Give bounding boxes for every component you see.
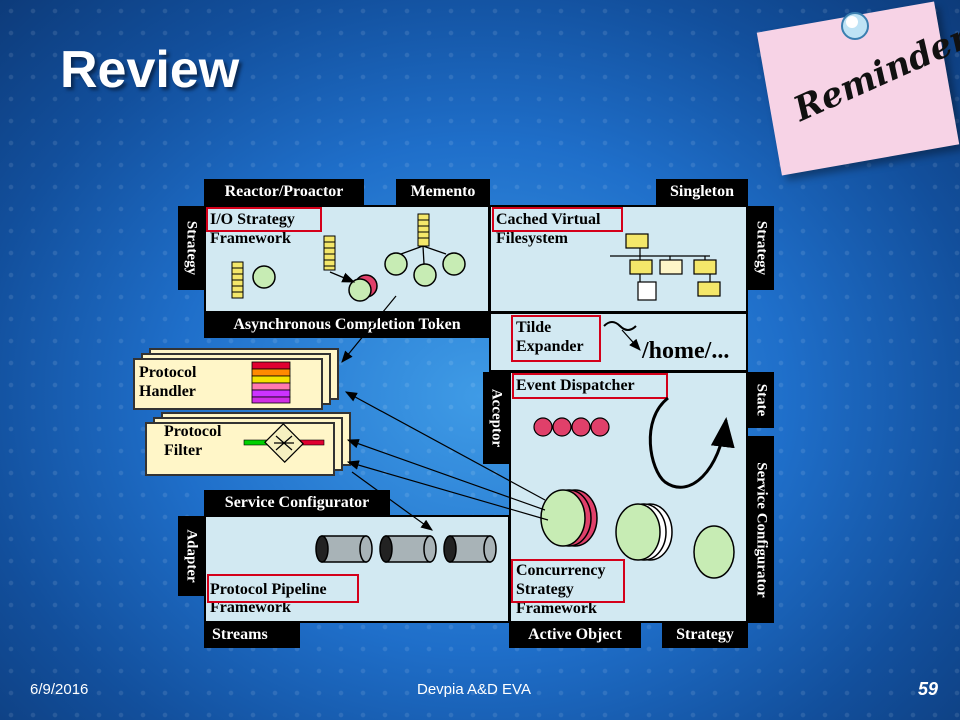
protocol-handler-text-1: Protocol: [139, 364, 197, 381]
pipeline-framework-text: Framework: [210, 599, 291, 616]
protocol-pipeline-highlight: [207, 574, 359, 603]
protocol-filter-icon: [243, 423, 325, 463]
service-configurator-label: Service Configurator: [204, 490, 390, 516]
tilde-expander-highlight: [511, 315, 601, 362]
protocol-handler-card: [133, 358, 323, 410]
reactor-panel: [204, 205, 490, 313]
footer-title: Devpia A&D EVA: [417, 681, 531, 698]
service-configurator-side-label: Service Configurator: [748, 436, 774, 623]
protocol-handler-text-2: Handler: [139, 383, 196, 400]
reactor-proactor-label: Reactor/Proactor: [204, 179, 364, 205]
active-object-label: Active Object: [509, 622, 641, 648]
connection-arrows: [341, 295, 549, 531]
event-queue-icon: [533, 417, 610, 437]
filesystem-tree-icon: [610, 233, 721, 301]
io-strategy-highlight: [206, 207, 322, 232]
strategy-left-label: Strategy: [178, 206, 204, 290]
pushpin-icon: [841, 12, 869, 40]
footer-date: 6/9/2016: [30, 681, 89, 698]
strategy-right-label: Strategy: [748, 206, 774, 290]
memento-links: [400, 245, 447, 265]
singleton-label: Singleton: [656, 179, 748, 205]
adapter-label: Adapter: [178, 516, 204, 596]
slide-title: Review: [60, 41, 240, 99]
thread-node-icons: [252, 252, 466, 302]
io-framework-text: Framework: [210, 230, 291, 247]
home-path-text: /home/...: [642, 338, 730, 364]
memento-label: Memento: [396, 179, 490, 205]
active-object-threads: [540, 489, 735, 579]
strategy-bottom-label: Strategy: [662, 622, 748, 648]
state-label: State: [748, 372, 774, 428]
queue-stack-icon: [231, 213, 430, 299]
cached-virtual-highlight: [492, 207, 623, 232]
acceptor-label: Acceptor: [483, 372, 509, 464]
pipeline-cylinders: [315, 535, 497, 563]
protocol-filter-card: [145, 422, 335, 476]
event-dispatcher-highlight: [512, 373, 668, 399]
filesystem-text: Filesystem: [496, 230, 568, 247]
concurrency-framework-text: Framework: [516, 600, 597, 617]
protocol-filter-text-2: Filter: [164, 442, 203, 459]
concurrency-text: Concurrency: [516, 562, 606, 579]
page-number: 59: [917, 679, 938, 699]
expander-text: Expander: [516, 338, 584, 355]
protocol-handler-stripes: [251, 361, 291, 404]
concurrency-strategy-text: Strategy: [516, 581, 574, 598]
cached-virtual-text: Cached Virtual: [496, 211, 601, 228]
protocol-pipeline-text: Protocol Pipeline: [210, 581, 327, 598]
tilde-text: Tilde: [516, 319, 552, 336]
tilde-icon: [603, 321, 637, 331]
streams-label: Streams: [204, 622, 300, 648]
concurrency-strategy-highlight: [511, 559, 625, 603]
event-loop-arrow: [648, 396, 735, 489]
async-completion-token-label: Asynchronous Completion Token: [204, 312, 490, 338]
stream-panel: [204, 515, 510, 623]
io-strategy-text: I/O Strategy: [210, 211, 295, 228]
protocol-filter-text-1: Protocol: [164, 423, 222, 440]
event-dispatcher-text: Event Dispatcher: [516, 377, 635, 394]
